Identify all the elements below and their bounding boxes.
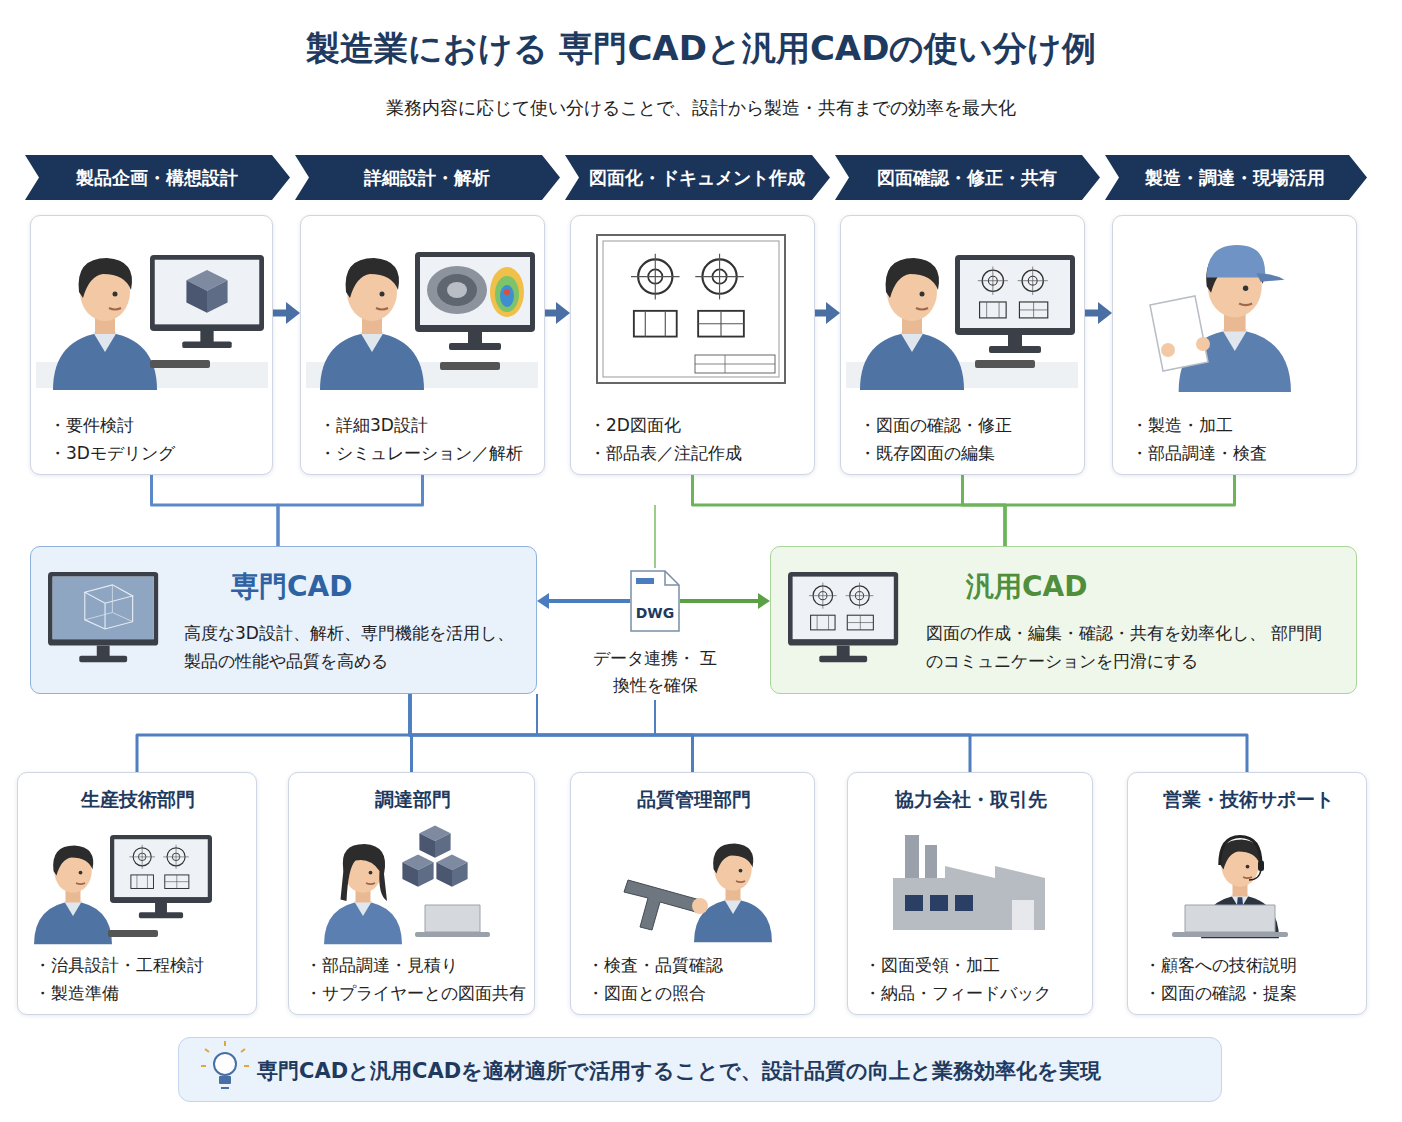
file-fold bbox=[665, 571, 679, 585]
bullet-text: ・部品調達・見積り bbox=[305, 952, 534, 978]
file-type: DWG bbox=[630, 602, 680, 624]
bullet-text: ・図面の確認・提案 bbox=[1144, 980, 1366, 1006]
phase-label: 図面化・ドキュメント作成 bbox=[581, 155, 812, 200]
bullet-text: ・図面受領・加工 bbox=[864, 952, 1092, 978]
bullet-text: ・既存図面の編集 bbox=[859, 440, 1080, 466]
bullet-text: ・検査・品質確認 bbox=[587, 952, 814, 978]
process-card: ・要件検討・3Dモデリング bbox=[30, 215, 273, 475]
chevron-fill bbox=[295, 155, 560, 200]
department-card: 協力会社・取引先・図面受領・加工・納品・フィードバック bbox=[847, 772, 1093, 1015]
subtitle-text: 業務内容に応じて使い分けることで、設計から製造・共有までの効率を最大化 bbox=[0, 96, 1402, 120]
connector-note: データ連携・ 互換性を確保 bbox=[590, 645, 720, 699]
connector-wire bbox=[654, 700, 656, 735]
connector-line bbox=[963, 475, 1006, 546]
summary-banner: 専門CADと汎用CADを適材適所で活用することで、設計品質の向上と業務効率化を実… bbox=[178, 1037, 1222, 1102]
department-title: 営業・技術サポート bbox=[1128, 787, 1368, 813]
panel-title: 専門CAD bbox=[231, 569, 352, 605]
connector-wire bbox=[536, 694, 538, 735]
connector-line bbox=[410, 694, 693, 772]
bullet-text: ・部品表／注記作成 bbox=[589, 440, 810, 466]
bullet-text: ・納品・フィードバック bbox=[864, 980, 1092, 1006]
phase-chevron: 製造・調達・現場活用 bbox=[1105, 155, 1367, 200]
diagram-title: 製造業における 専門CADと汎用CADの使い分け例 bbox=[0, 26, 1402, 72]
bullet-text: ・3Dモデリング bbox=[49, 440, 268, 466]
chevron-fill bbox=[1105, 155, 1367, 200]
connector-line bbox=[410, 694, 412, 772]
bullet-text: ・治具設計・工程検討 bbox=[34, 952, 256, 978]
cad-panel: 汎用CAD 図面の作成・編集・確認・共有を効率化し、 部門間のコミュニケーションを… bbox=[770, 546, 1357, 694]
bullet-text: ・シミュレーション／解析 bbox=[319, 440, 540, 466]
panel-body: 高度な3D設計、解析、専門機能を活用し、 製品の性能や品質を高める bbox=[184, 619, 534, 675]
connector-line bbox=[410, 694, 1247, 772]
flow-arrow bbox=[545, 310, 556, 317]
connector-line bbox=[137, 694, 410, 772]
process-card: ・2D図面化・部品表／注記作成 bbox=[570, 215, 815, 475]
bullet-text: ・図面との照合 bbox=[587, 980, 814, 1006]
department-title: 生産技術部門 bbox=[18, 787, 258, 813]
connector-wire bbox=[654, 505, 656, 568]
chevron-fill bbox=[835, 155, 1100, 200]
department-card: 調達部門・部品調達・見積り・サプライヤーとの図面共有 bbox=[288, 772, 535, 1015]
flow-arrow bbox=[1085, 310, 1098, 317]
bullet-text: ・製造準備 bbox=[34, 980, 256, 1006]
phase-chevron: 図面化・ドキュメント作成 bbox=[565, 155, 830, 200]
file-shape bbox=[630, 570, 680, 632]
flow-arrow bbox=[549, 599, 630, 603]
bullet-text: ・図面の確認・修正 bbox=[859, 412, 1080, 438]
connector-line bbox=[410, 694, 970, 772]
process-card: ・詳細3D設計・シミュレーション／解析 bbox=[300, 215, 545, 475]
process-card: ・図面の確認・修正・既存図面の編集 bbox=[840, 215, 1085, 475]
cad-panel: 専門CAD 高度な3D設計、解析、専門機能を活用し、 製品の性能や品質を高める bbox=[30, 546, 537, 694]
flow-arrow bbox=[815, 310, 826, 317]
phase-label: 図面確認・修正・共有 bbox=[851, 155, 1082, 200]
flow-arrow bbox=[273, 310, 286, 317]
summary-text: 専門CADと汎用CADを適材適所で活用することで、設計品質の向上と業務効率化を実… bbox=[257, 1038, 1211, 1103]
phase-label: 製品企画・構想設計 bbox=[41, 155, 272, 200]
connector-line bbox=[152, 475, 279, 546]
department-title: 品質管理部門 bbox=[571, 787, 816, 813]
department-card: 生産技術部門・治具設計・工程検討・製造準備 bbox=[17, 772, 257, 1015]
phase-chevron: 図面確認・修正・共有 bbox=[835, 155, 1100, 200]
file-outline bbox=[631, 571, 679, 631]
file-mark bbox=[636, 578, 654, 584]
phase-label: 製造・調達・現場活用 bbox=[1121, 155, 1349, 200]
file-icon: DWG bbox=[630, 570, 680, 632]
connector-line bbox=[1005, 475, 1235, 546]
chevron-fill bbox=[565, 155, 830, 200]
bullet-text: ・サプライヤーとの図面共有 bbox=[305, 980, 534, 1006]
phase-label: 詳細設計・解析 bbox=[311, 155, 542, 200]
bullet-text: ・要件検討 bbox=[49, 412, 268, 438]
process-card: ・製造・加工・部品調達・検査 bbox=[1112, 215, 1357, 475]
bullet-text: ・製造・加工 bbox=[1131, 412, 1352, 438]
department-title: 調達部門 bbox=[289, 787, 536, 813]
bullet-text: ・部品調達・検査 bbox=[1131, 440, 1352, 466]
panel-body: 図面の作成・編集・確認・共有を効率化し、 部門間のコミュニケーションを円滑にする bbox=[926, 619, 1336, 675]
department-title: 協力会社・取引先 bbox=[848, 787, 1094, 813]
phase-chevron: 製品企画・構想設計 bbox=[25, 155, 290, 200]
bullet-text: ・顧客への技術説明 bbox=[1144, 952, 1366, 978]
phase-chevron: 詳細設計・解析 bbox=[295, 155, 560, 200]
bullet-text: ・詳細3D設計 bbox=[319, 412, 540, 438]
chevron-fill bbox=[25, 155, 290, 200]
department-card: 品質管理部門・検査・品質確認・図面との照合 bbox=[570, 772, 815, 1015]
bullet-text: ・2D図面化 bbox=[589, 412, 810, 438]
connector-line bbox=[278, 475, 423, 546]
flow-arrow bbox=[680, 599, 758, 603]
panel-title: 汎用CAD bbox=[966, 569, 1087, 605]
connector-line bbox=[693, 475, 1006, 546]
department-card: 営業・技術サポート・顧客への技術説明・図面の確認・提案 bbox=[1127, 772, 1367, 1015]
